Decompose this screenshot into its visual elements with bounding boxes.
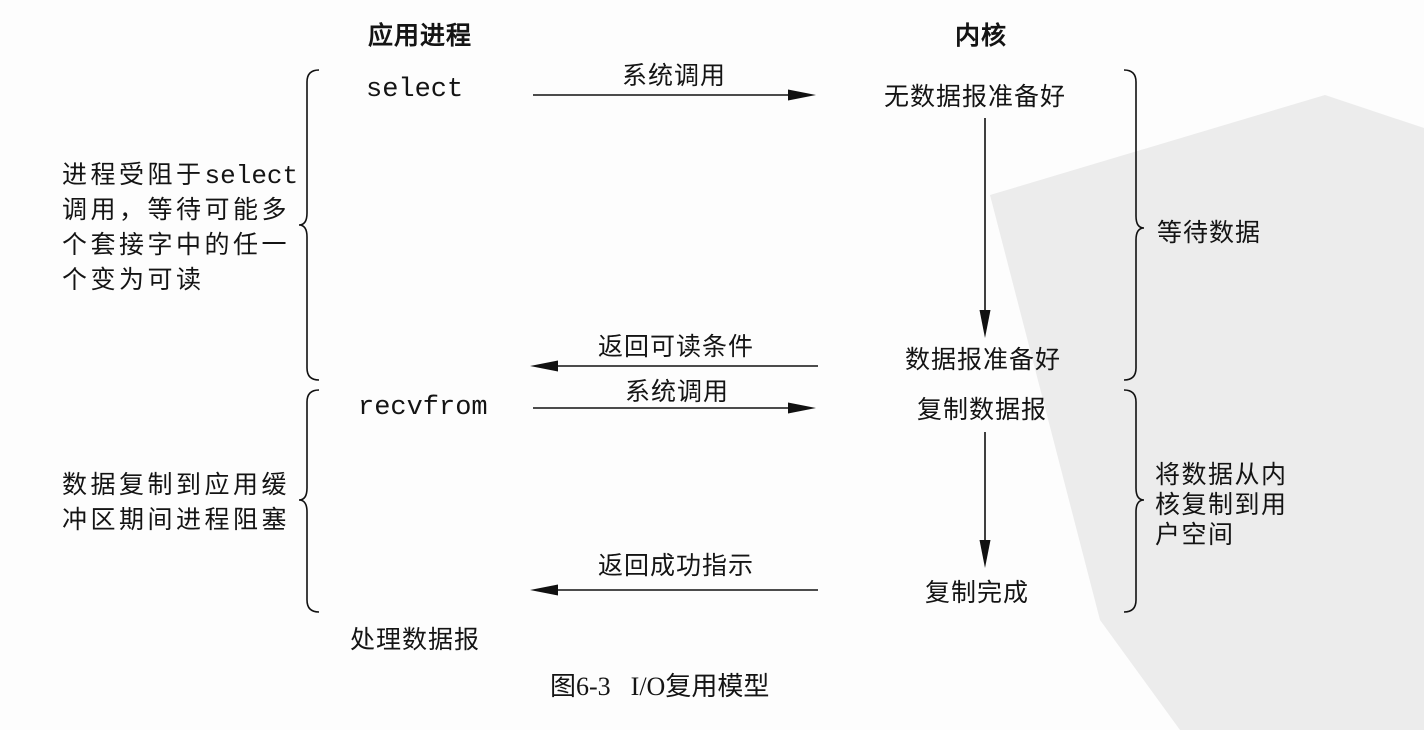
- kernel-copy-phase-label: 将数据从内 核复制到用 户空间: [1155, 460, 1288, 550]
- arrow-select-syscall: [533, 89, 816, 101]
- figure-title: I/O复用模型: [630, 672, 770, 701]
- app-select-call: select: [366, 75, 464, 105]
- brace-app-select-wait: [298, 69, 320, 381]
- arrowhead-right: [788, 89, 816, 101]
- kernel-copy-datagram: 复制数据报: [917, 395, 1048, 424]
- app-select-block-note: 进程受阻于select 调用，等待可能多 个套接字中的任一 个变为可读: [62, 157, 298, 297]
- label-return-success: 返回成功指示: [598, 551, 755, 580]
- note-line: 个变为可读: [62, 265, 205, 294]
- app-recvfrom-call: recvfrom: [358, 393, 488, 423]
- note-line: 核复制到用: [1155, 490, 1288, 519]
- arrow-wait-for-data: [979, 118, 991, 338]
- app-process-datagram: 处理数据报: [350, 625, 481, 654]
- figure-caption: 图6-3 I/O复用模型: [550, 674, 769, 700]
- header-app-process: 应用进程: [368, 21, 473, 50]
- brace-kernel-copy-data: [1123, 389, 1145, 613]
- arrowhead-left: [530, 360, 558, 372]
- brace-kernel-wait-data: [1123, 69, 1145, 381]
- note-code-select: select: [204, 161, 299, 191]
- arrow-recvfrom-syscall: [533, 402, 816, 414]
- note-line: 个套接字中的任一: [62, 230, 291, 259]
- kernel-datagram-ready: 数据报准备好: [905, 345, 1062, 374]
- arrowhead-right: [788, 402, 816, 414]
- arrowhead-left: [530, 584, 558, 596]
- arrow-return-success: [530, 584, 818, 596]
- label-syscall-select: 系统调用: [622, 61, 727, 90]
- note-line: 将数据从内: [1155, 460, 1288, 489]
- kernel-no-datagram-ready: 无数据报准备好: [884, 82, 1067, 111]
- arrow-return-readable: [530, 360, 818, 372]
- note-line: 进程受阻于select: [62, 157, 298, 192]
- watermark-stamp: [990, 95, 1424, 730]
- note-text: 进程受阻于: [62, 160, 205, 189]
- label-return-readable: 返回可读条件: [598, 332, 755, 361]
- note-line: 户空间: [1155, 520, 1235, 549]
- note-line: 调用，等待可能多: [62, 195, 291, 224]
- arrowhead-down: [979, 310, 991, 338]
- arrow-copy-data: [979, 432, 991, 568]
- label-syscall-recvfrom: 系统调用: [625, 377, 730, 406]
- header-kernel: 内核: [955, 21, 1008, 50]
- arrowhead-down: [979, 540, 991, 568]
- kernel-copy-complete: 复制完成: [925, 578, 1030, 607]
- note-line: 冲区期间进程阻塞: [62, 505, 291, 534]
- figure-number: 图6-3: [550, 672, 611, 701]
- app-copy-block-note: 数据复制到应用缓 冲区期间进程阻塞: [62, 467, 290, 537]
- note-line: 数据复制到应用缓: [62, 470, 291, 499]
- brace-app-copy-block: [298, 389, 320, 613]
- kernel-wait-phase-label: 等待数据: [1157, 218, 1262, 247]
